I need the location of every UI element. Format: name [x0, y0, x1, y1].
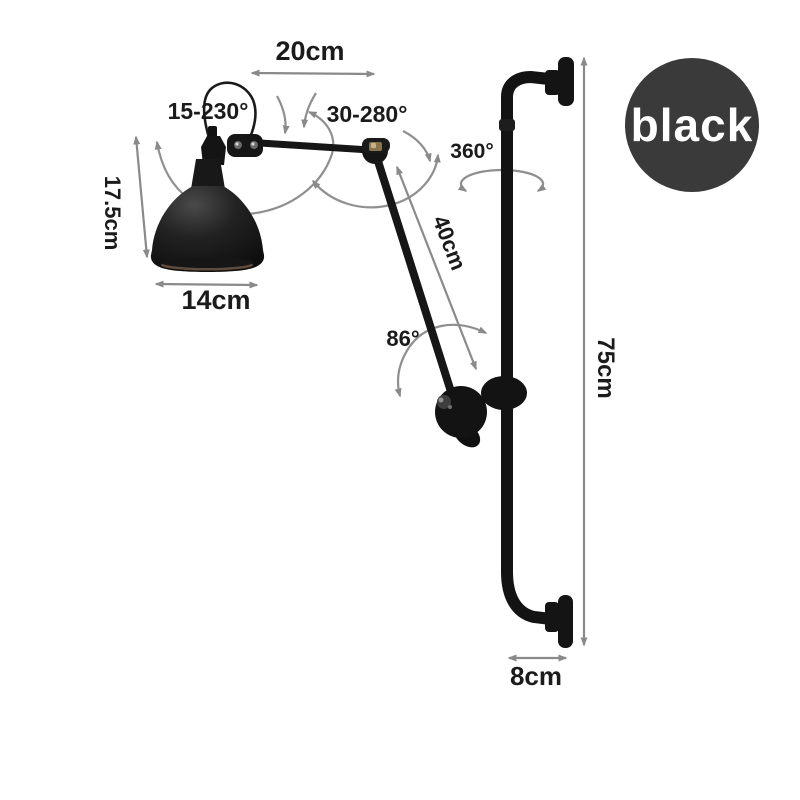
dim-label-pole-swivel: 360°	[450, 140, 494, 163]
dim-line-20cm	[250, 69, 376, 78]
pole-collar	[499, 119, 515, 131]
rotation-arrow-small-left	[276, 95, 290, 135]
dim-line-40cm	[395, 165, 478, 371]
power-cord	[202, 81, 257, 151]
rotation-arrow-elbow-right	[402, 130, 432, 163]
dim-label-top-arm-width: 20cm	[275, 36, 345, 66]
lower-arm	[373, 154, 457, 402]
dim-label-pole-length: 75cm	[592, 337, 619, 399]
dim-label-head-swivel: 15-230°	[167, 98, 249, 124]
pole-clamp-joint	[435, 376, 527, 448]
color-variant-label: black	[630, 99, 754, 151]
head-hinge-joint	[227, 134, 263, 157]
wall-bracket-bottom	[545, 595, 573, 648]
dim-line-17-5cm	[133, 135, 150, 259]
socket-stub	[208, 126, 217, 138]
wall-pole	[501, 70, 552, 625]
socket-cap	[201, 136, 226, 165]
color-variant-badge: black	[625, 58, 759, 192]
lamp-shade	[150, 186, 265, 272]
dim-label-elbow-swivel: 30-280°	[326, 101, 408, 127]
upper-arm	[256, 139, 374, 154]
dim-label-shade-height: 17.5cm	[100, 175, 125, 251]
dim-line-14cm	[154, 280, 259, 289]
dim-label-bracket-tilt: 86°	[386, 326, 420, 351]
shade-neck	[191, 159, 225, 189]
dim-label-shade-diameter: 14cm	[181, 285, 251, 315]
elbow-joint	[362, 138, 390, 164]
lamp-head	[150, 126, 265, 272]
rotation-arrow-small-right	[301, 92, 317, 129]
ball-joint	[435, 386, 487, 438]
shade-rim-shadow	[161, 257, 253, 268]
wall-bracket-top	[545, 57, 574, 106]
dim-label-wall-offset: 8cm	[509, 661, 563, 691]
